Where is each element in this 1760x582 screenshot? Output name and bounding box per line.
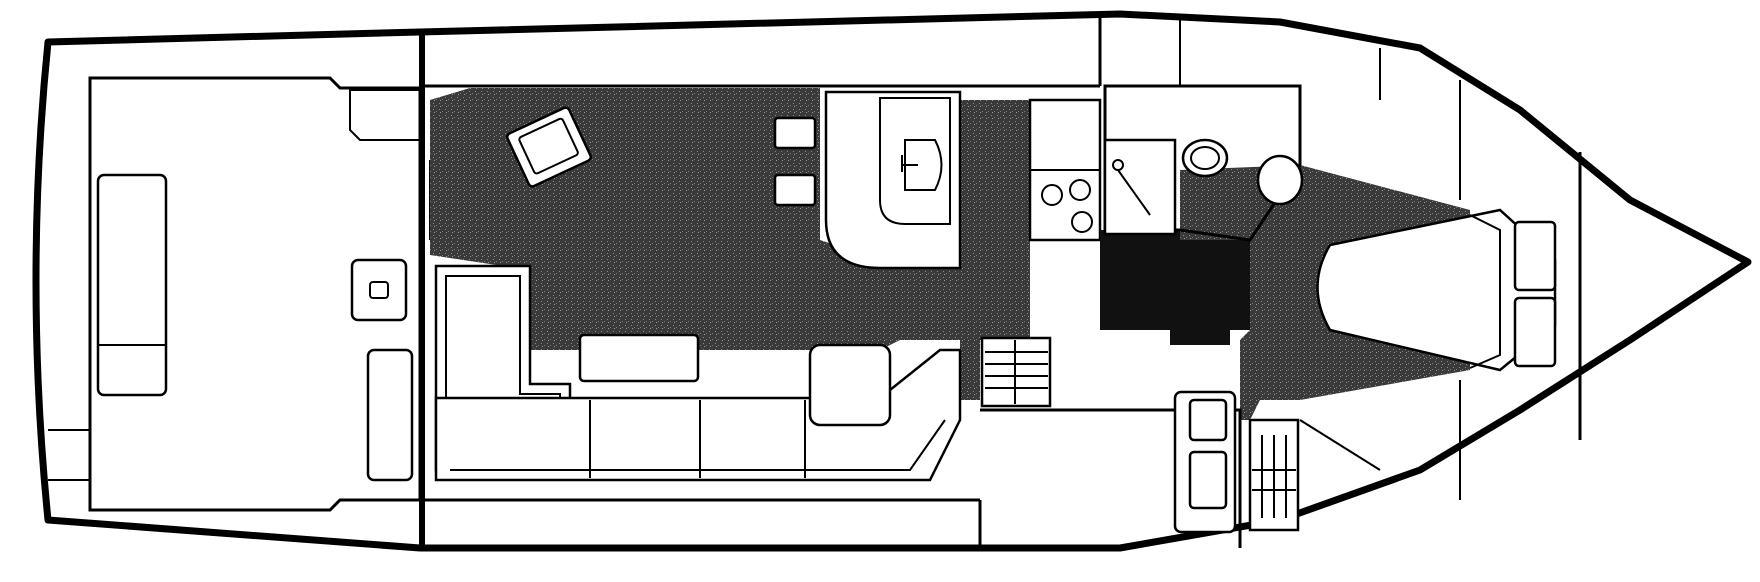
aft-locker: [366, 348, 414, 482]
burner-3: [1071, 211, 1093, 233]
berth-pillow-2: [1513, 296, 1557, 368]
passageway-floor: [1100, 230, 1250, 345]
berth-pillow-1: [1513, 220, 1557, 292]
helm-chair: [505, 106, 593, 188]
stool-1: [773, 116, 817, 150]
galley-counter-inner: [879, 97, 951, 225]
galley-sink: [904, 139, 943, 191]
helm-chair-seat: [518, 117, 579, 175]
coffee-table: [578, 333, 700, 383]
wet-bar: [350, 258, 408, 322]
salon-armchair: [808, 343, 892, 427]
toilet: [1256, 154, 1304, 206]
sofa-back-line: [450, 419, 946, 471]
mid-cabin-pillow-1: [1188, 398, 1228, 442]
sun-pad: [96, 173, 168, 397]
salon-carpet: [430, 88, 1030, 400]
mid-cabin: [980, 408, 1242, 548]
v-berth-inner: [1469, 214, 1501, 369]
mid-cabin-pillow-2: [1188, 450, 1228, 510]
shower-head: [1112, 159, 1124, 171]
burner-1: [1041, 184, 1063, 206]
head-sink-basin: [1190, 146, 1220, 170]
burner-2: [1069, 179, 1091, 201]
head-sink: [1181, 138, 1229, 178]
stool-2: [773, 173, 817, 207]
lower-partition-2: [1299, 419, 1381, 471]
aft-corner-step: [349, 89, 421, 141]
shower-head-line: [1117, 169, 1151, 216]
shower-area: [1103, 138, 1177, 236]
wet-bar-sink: [369, 281, 389, 299]
